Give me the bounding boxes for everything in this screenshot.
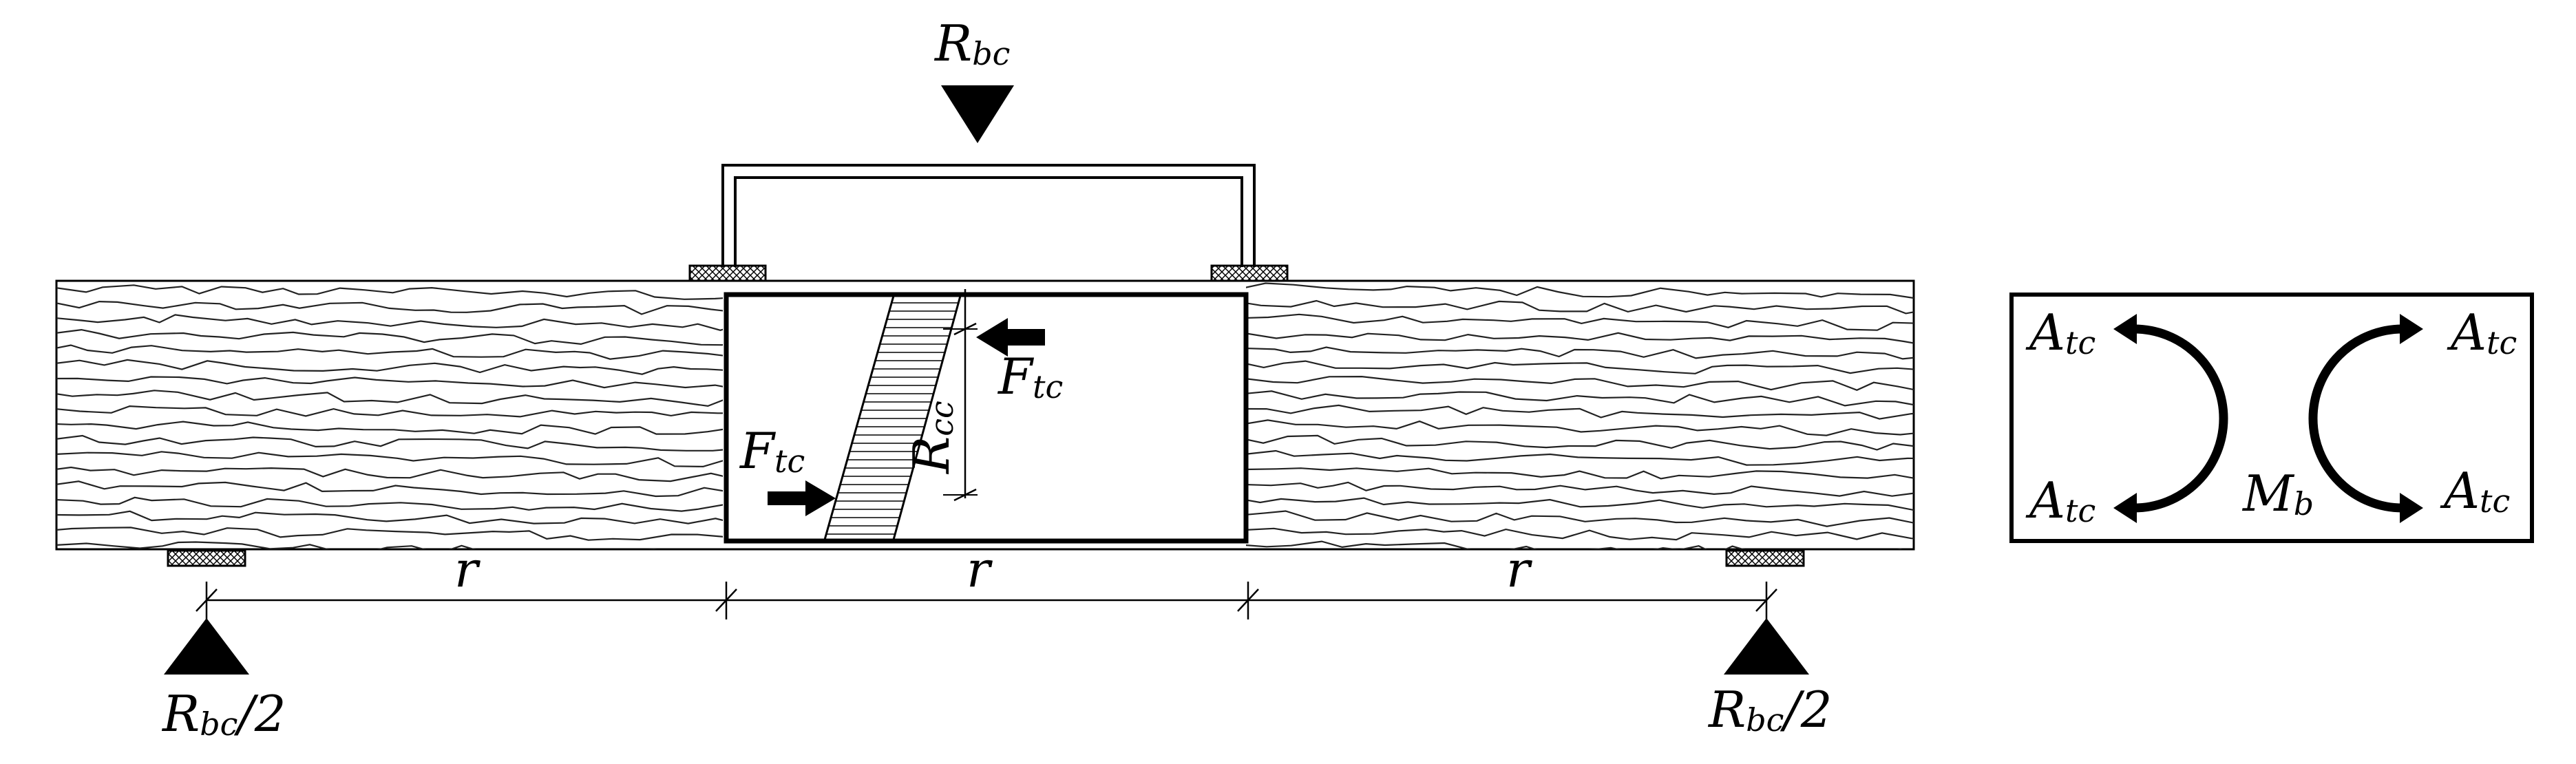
load-plate-right (1210, 264, 1289, 282)
force-arrow-left (976, 318, 1045, 357)
stress-distribution (823, 295, 962, 541)
span-dimension-line (196, 582, 1777, 619)
moment-arrow-left-bottom (2113, 493, 2137, 523)
moment-label-bottom-left: Atc (2025, 471, 2095, 529)
moment-label-bottom-right: Atc (2440, 462, 2510, 520)
wood-grain-line (1246, 375, 1914, 391)
support-left-icon (164, 618, 249, 675)
right-support-label: Rbc/2 (1707, 681, 1833, 739)
wood-grain-line (1246, 313, 1914, 331)
wood-grain-line (1246, 527, 1914, 541)
wood-grain-line (56, 434, 723, 452)
wood-grain-line (56, 527, 723, 541)
moment-legend-box: Atc Atc Atc Atc Mb (2009, 293, 2534, 543)
wood-grain-line (1246, 346, 1914, 360)
wood-grain-line (56, 390, 723, 407)
left-support-label: Rbc/2 (161, 685, 286, 743)
top-load-label: Rbc (933, 14, 1010, 72)
moment-label-center: Mb (2241, 465, 2314, 522)
wood-grain-line (1246, 481, 1914, 497)
force-label-lower: Ftc (739, 422, 805, 480)
wood-grain-line (56, 300, 723, 315)
wood-grain-line (1246, 404, 1914, 420)
wood-grain-line (56, 451, 723, 468)
wood-grain-line (1246, 540, 1903, 549)
span-label-right: r (1506, 540, 1532, 598)
moment-arrow-right-bottom (2400, 493, 2423, 523)
wood-grain-line (1246, 332, 1914, 344)
wood-grain-right (1246, 282, 1914, 549)
support-plate-right (1725, 549, 1805, 567)
wood-grain-line (1246, 419, 1914, 436)
wood-grain-line (1246, 390, 1914, 407)
wood-grain-line (56, 541, 657, 549)
wood-grain-line (56, 480, 723, 498)
wood-grain-line (56, 510, 723, 524)
wood-grain-line (56, 359, 723, 375)
moment-arc-right (2308, 324, 2403, 513)
span-label-left: r (454, 540, 481, 598)
span-label-middle: r (967, 540, 993, 598)
wood-grain-line (1246, 360, 1914, 374)
wood-grain-line (56, 344, 723, 360)
wood-grain-line (56, 466, 723, 482)
moment-arrow-right-top (2400, 314, 2423, 344)
wood-grain-line (56, 421, 723, 435)
load-arrow-icon (941, 85, 1014, 143)
stress-height-label: Rcc (902, 401, 960, 475)
wood-grain-left (56, 284, 723, 549)
wood-grain-line (56, 496, 723, 512)
wood-grain-line (1246, 497, 1914, 511)
wood-grain-line (1246, 467, 1914, 480)
wood-grain-line (1246, 449, 1914, 466)
wood-grain-line (1246, 510, 1914, 527)
force-arrow-right (768, 480, 836, 516)
wood-grain-line (1246, 299, 1914, 315)
wood-grain-line (1246, 282, 1914, 299)
wood-grain-line (56, 376, 723, 389)
wood-grain-line (56, 284, 723, 300)
wood-grain-line (56, 314, 723, 331)
support-plate-left (167, 549, 246, 567)
moment-label-top-left: Atc (2025, 304, 2095, 361)
wood-grain-line (56, 405, 723, 418)
support-right-icon (1724, 618, 1809, 675)
wood-grain-line (56, 328, 723, 346)
moment-arrow-left-top (2113, 314, 2137, 344)
moment-label-top-right: Atc (2447, 304, 2517, 361)
wood-grain-line (1246, 434, 1914, 451)
stress-hatching (826, 302, 959, 535)
loading-yoke (721, 164, 1256, 267)
load-plate-left (688, 264, 767, 282)
force-label-upper: Ftc (997, 348, 1063, 405)
moment-arc-left (2133, 324, 2228, 513)
